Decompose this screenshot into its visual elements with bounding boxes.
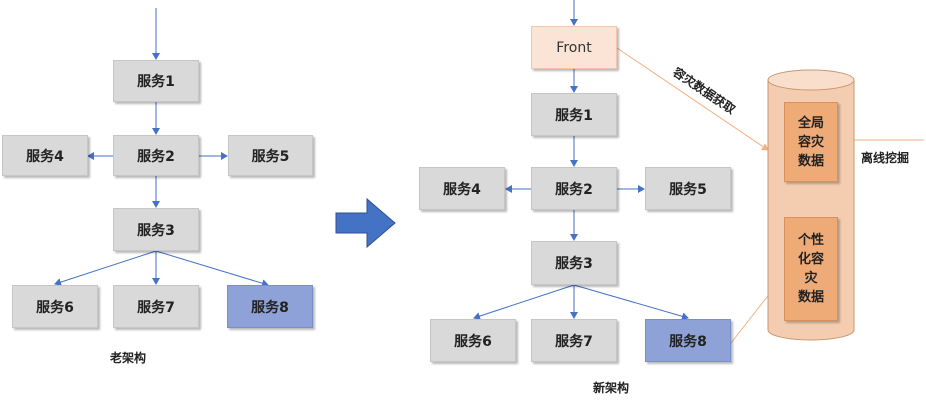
- old-edge-s3-s8: [155, 250, 269, 288]
- new-node-service-8: 服务8: [645, 319, 731, 362]
- new-node-service-6: 服务6: [430, 319, 516, 362]
- offline-mining-label: 离线挖掘: [861, 150, 909, 165]
- new-node-service-7: 服务7: [531, 319, 617, 362]
- global-dr-data-store: 全局 容灾 数据: [784, 102, 838, 182]
- new-architecture-caption: 新架构: [593, 381, 630, 395]
- old-edges: [54, 8, 269, 288]
- new-node-service-1: 服务1: [531, 93, 617, 136]
- new-node-service-5: 服务5: [645, 167, 731, 210]
- old-node-service-5: 服务5: [228, 135, 313, 176]
- old-edge-s3-s6: [54, 250, 157, 286]
- new-edge-s3-s8: [573, 284, 689, 321]
- dr-fetch-edge: [616, 47, 769, 151]
- new-node-service-2: 服务2: [531, 167, 617, 210]
- old-node-service-3: 服务3: [113, 208, 199, 251]
- new-node-service-3: 服务3: [531, 241, 617, 285]
- old-node-service-4: 服务4: [2, 135, 88, 176]
- new-node-service-4: 服务4: [419, 167, 505, 210]
- old-node-service-1: 服务1: [113, 60, 199, 102]
- old-node-service-7: 服务7: [113, 285, 199, 328]
- old-node-service-2: 服务2: [113, 135, 199, 176]
- new-node-front: Front: [531, 26, 617, 69]
- old-node-service-6: 服务6: [12, 285, 98, 328]
- transition-arrow: [335, 197, 396, 249]
- old-architecture-caption: 老架构: [110, 351, 147, 365]
- personal-dr-data-store: 个性 化容 灾 数据: [784, 217, 838, 321]
- old-node-service-8: 服务8: [227, 285, 313, 328]
- new-edges: [473, 0, 689, 321]
- new-edge-s3-s6: [473, 284, 575, 320]
